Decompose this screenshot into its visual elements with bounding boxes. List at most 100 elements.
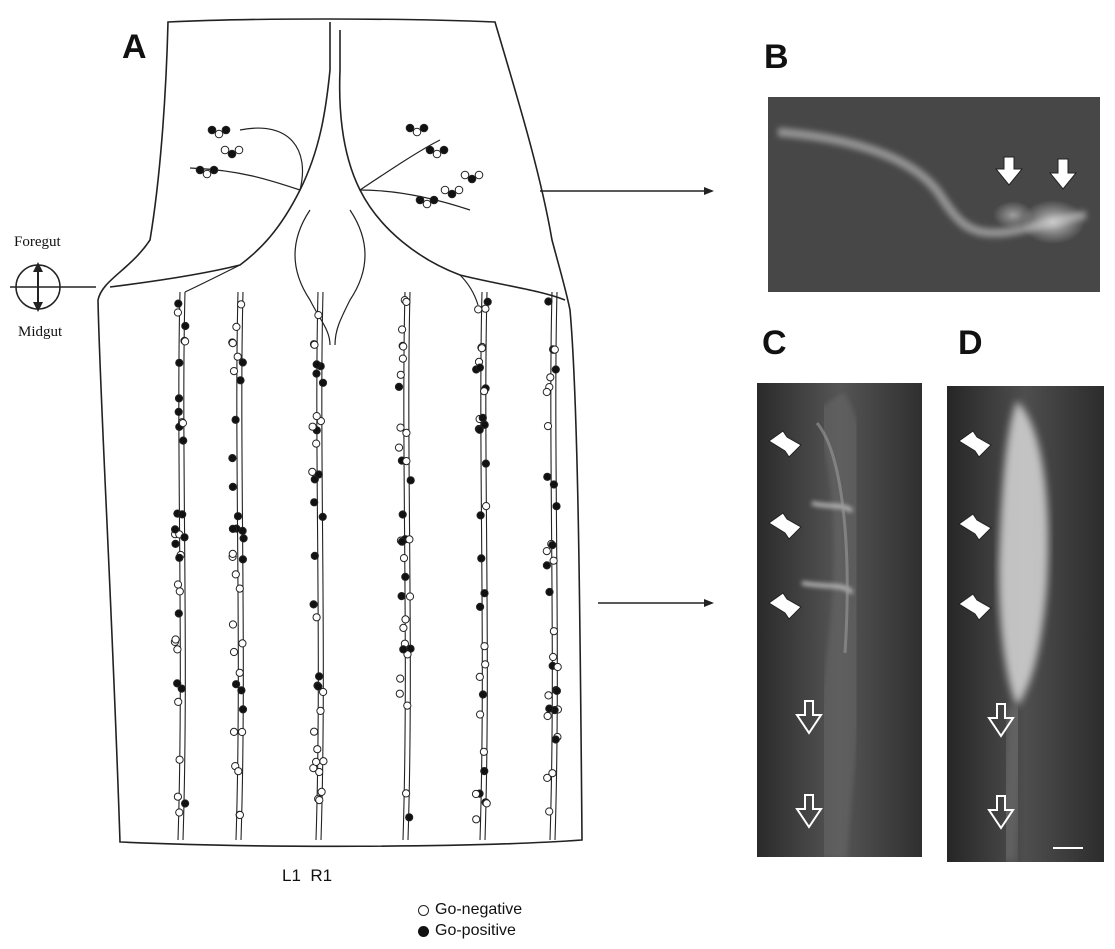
go-negative-neuron xyxy=(406,536,413,543)
go-positive-neuron xyxy=(406,814,413,821)
go-negative-neuron xyxy=(399,355,406,362)
go-negative-neuron xyxy=(399,326,406,333)
go-negative-neuron xyxy=(313,413,320,420)
go-negative-neuron xyxy=(545,692,552,699)
go-negative-neuron xyxy=(546,808,553,815)
go-negative-neuron xyxy=(441,186,449,194)
go-negative-neuron xyxy=(230,368,237,375)
go-positive-neuron xyxy=(228,150,236,158)
go-positive-neuron xyxy=(553,687,560,694)
go-positive-neuron xyxy=(479,691,486,698)
go-positive-neuron xyxy=(478,555,485,562)
go-positive-neuron xyxy=(313,370,320,377)
go-positive-neuron xyxy=(426,146,434,154)
go-positive-neuron xyxy=(181,534,188,541)
go-positive-neuron xyxy=(239,527,246,534)
go-positive-neuron xyxy=(395,383,402,390)
go-negative-neuron xyxy=(176,588,183,595)
go-positive-neuron xyxy=(430,196,438,204)
go-positive-neuron xyxy=(180,437,187,444)
go-negative-neuron xyxy=(315,312,322,319)
go-positive-neuron xyxy=(479,414,486,421)
go-negative-neuron xyxy=(455,186,463,194)
go-negative-neuron xyxy=(314,746,321,753)
go-positive-neuron xyxy=(310,601,317,608)
go-negative-neuron xyxy=(232,571,239,578)
go-negative-neuron xyxy=(476,673,483,680)
go-positive-neuron xyxy=(233,681,240,688)
go-negative-neuron xyxy=(203,170,211,178)
go-negative-neuron xyxy=(182,338,189,345)
go-positive-neuron xyxy=(240,535,247,542)
go-positive-neuron xyxy=(208,126,216,134)
go-negative-neuron xyxy=(433,150,441,158)
go-negative-neuron xyxy=(229,340,236,347)
go-negative-neuron xyxy=(482,661,489,668)
go-negative-neuron xyxy=(233,323,240,330)
go-negative-neuron xyxy=(236,811,243,818)
go-negative-neuron xyxy=(320,688,327,695)
go-negative-neuron xyxy=(239,640,246,647)
go-positive-neuron xyxy=(172,526,179,533)
go-negative-neuron xyxy=(472,790,479,797)
go-negative-neuron xyxy=(174,646,181,653)
go-positive-neuron xyxy=(546,705,553,712)
gut-outline xyxy=(98,19,582,846)
go-negative-neuron xyxy=(309,423,316,430)
go-positive-neuron xyxy=(175,408,182,415)
go-negative-neuron xyxy=(238,301,245,308)
go-positive-neuron xyxy=(420,124,428,132)
go-negative-neuron xyxy=(403,790,410,797)
go-negative-neuron xyxy=(235,146,243,154)
go-positive-neuron xyxy=(239,706,246,713)
go-negative-neuron xyxy=(550,628,557,635)
go-negative-neuron xyxy=(172,636,179,643)
go-positive-neuron xyxy=(481,768,488,775)
go-negative-neuron xyxy=(547,374,554,381)
enteric-neurons xyxy=(171,124,561,823)
go-negative-neuron xyxy=(477,711,484,718)
go-positive-neuron xyxy=(238,687,245,694)
pointer-arrow-c xyxy=(598,599,714,607)
pointer-arrow-b xyxy=(540,187,714,195)
go-negative-neuron xyxy=(544,774,551,781)
go-positive-neuron xyxy=(234,513,241,520)
go-negative-neuron xyxy=(313,758,320,765)
go-positive-neuron xyxy=(182,322,189,329)
go-negative-neuron xyxy=(543,388,550,395)
go-positive-neuron xyxy=(552,736,559,743)
go-positive-neuron xyxy=(319,513,326,520)
go-negative-neuron xyxy=(236,669,243,676)
go-positive-neuron xyxy=(550,481,557,488)
go-negative-neuron xyxy=(230,728,237,735)
go-positive-neuron xyxy=(477,603,484,610)
go-positive-neuron xyxy=(316,673,323,680)
go-negative-neuron xyxy=(174,581,181,588)
go-negative-neuron xyxy=(234,353,241,360)
go-positive-neuron xyxy=(448,190,456,198)
go-positive-neuron xyxy=(398,593,405,600)
go-positive-neuron xyxy=(553,503,560,510)
go-positive-neuron xyxy=(477,512,484,519)
go-negative-neuron xyxy=(397,371,404,378)
go-positive-neuron xyxy=(229,483,236,490)
go-negative-neuron xyxy=(478,345,485,352)
go-negative-neuron xyxy=(395,444,402,451)
go-positive-neuron xyxy=(546,588,553,595)
go-negative-neuron xyxy=(483,503,490,510)
go-positive-neuron xyxy=(232,416,239,423)
go-negative-neuron xyxy=(229,550,236,557)
go-negative-neuron xyxy=(461,171,469,179)
go-negative-neuron xyxy=(320,758,327,765)
orientation-compass-icon xyxy=(10,262,96,312)
go-negative-neuron xyxy=(550,557,557,564)
go-positive-neuron xyxy=(315,471,322,478)
go-positive-neuron xyxy=(229,455,236,462)
go-positive-neuron xyxy=(229,525,236,532)
go-positive-neuron xyxy=(402,573,409,580)
go-negative-neuron xyxy=(313,614,320,621)
go-positive-neuron xyxy=(313,361,320,368)
go-positive-neuron xyxy=(484,298,491,305)
go-negative-neuron xyxy=(413,128,421,136)
go-positive-neuron xyxy=(175,300,182,307)
